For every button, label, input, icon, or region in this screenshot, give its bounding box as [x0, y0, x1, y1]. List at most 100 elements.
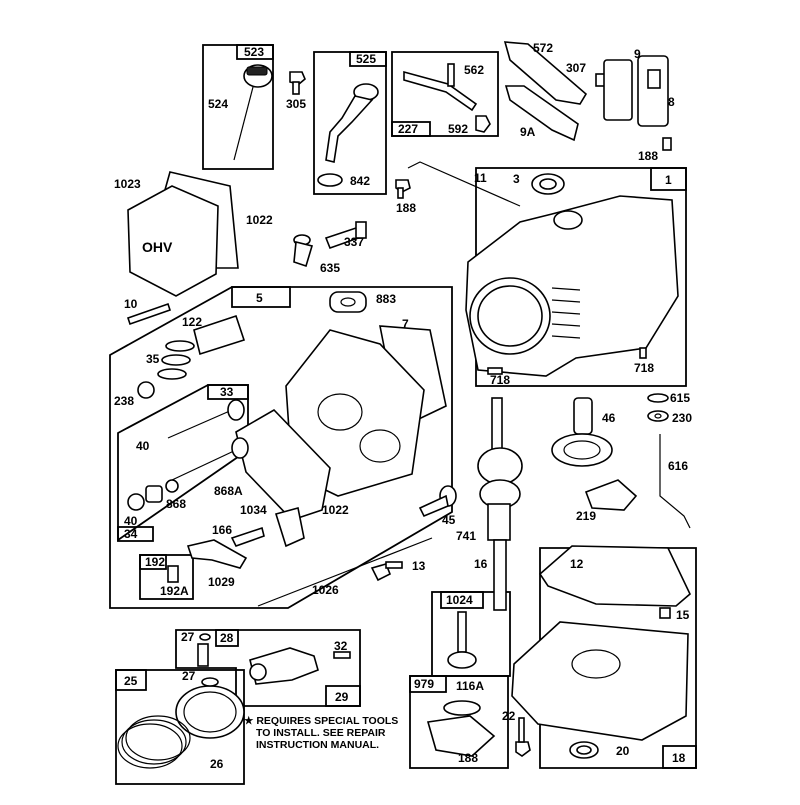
box-227	[391, 51, 499, 137]
label-868: 868	[166, 497, 186, 511]
label-1022-cover: 1022	[246, 213, 273, 227]
plug-15-icon	[659, 607, 671, 619]
label-230: 230	[672, 411, 692, 425]
label-337: 337	[344, 235, 364, 249]
label-307: 307	[566, 61, 586, 75]
label-635: 635	[320, 261, 340, 275]
pushrod-1026-icon	[257, 537, 433, 607]
stud-166-icon	[230, 526, 265, 547]
label-28: 28	[220, 631, 234, 645]
label-1023: 1023	[114, 177, 141, 191]
label-741: 741	[456, 529, 476, 543]
label-523: 523	[244, 45, 264, 59]
label-227: 227	[398, 122, 418, 136]
fitting-635-icon	[293, 234, 314, 268]
label-1: 1	[665, 173, 672, 187]
label-572: 572	[533, 41, 553, 55]
label-1029: 1029	[208, 575, 235, 589]
label-20: 20	[616, 744, 630, 758]
plate-122-icon	[193, 314, 246, 356]
box-25	[115, 669, 245, 785]
bolt-305-icon	[289, 71, 306, 95]
label-868A: 868A	[214, 484, 243, 498]
label-8: 8	[668, 95, 675, 109]
label-525: 525	[356, 52, 376, 66]
gasket-572-icon	[503, 41, 588, 142]
camshaft-icon	[551, 397, 613, 467]
label-238: 238	[114, 394, 134, 408]
label-3: 3	[513, 172, 520, 186]
label-12: 12	[570, 557, 584, 571]
valve-cover-icon: OHV	[127, 171, 239, 297]
label-10: 10	[124, 297, 138, 311]
tube-525-icon	[317, 83, 379, 187]
cover-979-icon	[426, 700, 496, 757]
label-13: 13	[412, 559, 426, 573]
governor-219-icon	[584, 479, 638, 511]
tube-11-icon	[407, 161, 521, 207]
box-525	[313, 51, 387, 195]
label-29: 29	[335, 690, 349, 704]
cover-text: OHV	[142, 239, 173, 255]
bolt-10-icon	[126, 302, 172, 326]
label-188-bottom: 188	[458, 751, 478, 765]
label-33: 33	[220, 385, 234, 399]
label-562: 562	[464, 63, 484, 77]
label-1022-gasket: 1022	[322, 503, 349, 517]
washers-615-230-icon	[647, 393, 669, 422]
label-1026: 1026	[312, 583, 339, 597]
label-26: 26	[210, 757, 224, 771]
box-5	[109, 286, 453, 609]
label-25: 25	[124, 674, 138, 688]
label-9A: 9A	[520, 125, 536, 139]
plate-1034-icon	[274, 507, 305, 548]
cylinder-block-icon	[465, 195, 679, 377]
piston-pin-icon	[197, 633, 211, 667]
label-615: 615	[670, 391, 690, 405]
box-979	[409, 675, 509, 769]
spring-35-icon	[157, 340, 195, 380]
head-gasket-icon	[235, 408, 331, 521]
box-33	[117, 384, 249, 542]
label-166: 166	[212, 523, 232, 537]
label-7: 7	[402, 317, 409, 331]
crankshaft-icon	[477, 397, 523, 611]
label-1024: 1024	[446, 593, 473, 607]
label-219: 219	[576, 509, 596, 523]
bolt-188-icon	[395, 179, 411, 199]
label-305: 305	[286, 97, 306, 111]
label-592: 592	[448, 122, 468, 136]
governor-bracket-icon	[403, 63, 491, 133]
label-27-pin: 27	[181, 630, 195, 644]
label-40-lower: 40	[124, 514, 138, 528]
label-979: 979	[414, 677, 434, 691]
label-15: 15	[676, 608, 690, 622]
label-718-left: 718	[490, 373, 510, 387]
label-883: 883	[376, 292, 396, 306]
label-842: 842	[350, 174, 370, 188]
note-line-3: INSTRUCTION MANUAL.	[256, 739, 379, 751]
label-1034: 1034	[240, 503, 267, 517]
label-45: 45	[442, 513, 456, 527]
cap-238-icon	[137, 381, 155, 399]
bolt-13-icon	[370, 561, 403, 582]
label-524: 524	[208, 97, 228, 111]
label-34: 34	[124, 527, 138, 541]
pin-192A-icon	[167, 565, 179, 583]
label-188-top: 188	[638, 149, 658, 163]
box-192	[139, 554, 194, 600]
pin-45-icon	[418, 485, 457, 518]
gasket-883-icon	[329, 291, 367, 313]
rocker-1029-icon	[186, 539, 248, 569]
note-line-2: TO INSTALL. SEE REPAIR	[256, 727, 386, 739]
gear-1024-icon	[447, 611, 477, 669]
label-22: 22	[502, 709, 516, 723]
oil-seal-3-icon	[531, 173, 565, 195]
label-192: 192	[145, 555, 165, 569]
label-188-mid: 188	[396, 201, 416, 215]
label-35: 35	[146, 352, 160, 366]
piston-rings-icon	[117, 715, 191, 769]
part-labels: 523 524 305 525 842 562 227 592 572 307 …	[114, 41, 692, 771]
